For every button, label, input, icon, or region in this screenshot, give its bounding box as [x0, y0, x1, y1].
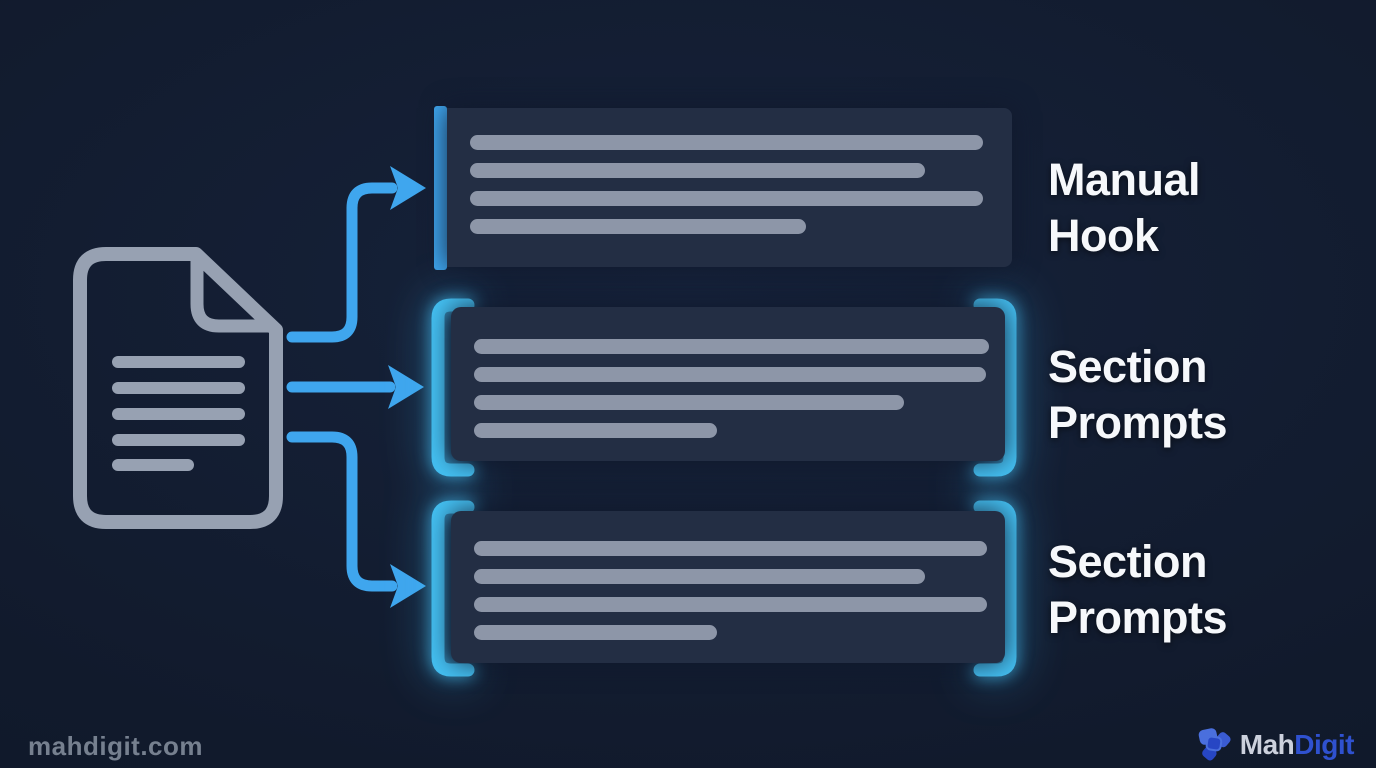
placeholder-text-line: [474, 625, 717, 640]
section-brackets: [431, 298, 1017, 677]
content-block-section-prompts-1: [451, 307, 1005, 461]
logo-text-mah: Mah: [1239, 729, 1295, 760]
placeholder-text-line: [474, 339, 989, 354]
content-block-section-prompts-2: [451, 511, 1005, 663]
placeholder-text-line: [474, 569, 925, 584]
label-manual-hook: Manual Hook: [1048, 154, 1201, 261]
brand-logo: MahDigit: [1197, 726, 1354, 764]
placeholder-text-line: [470, 191, 983, 206]
placeholder-text-line: [474, 367, 986, 382]
arrow-to-section-prompts-1: [286, 365, 424, 409]
placeholder-text-line: [470, 219, 806, 234]
document-icon: [73, 247, 283, 529]
manual-hook-highlight-bar: [434, 106, 447, 270]
watermark: mahdigit.com: [28, 731, 204, 761]
content-block-manual-hook: [447, 108, 1012, 267]
bracket-left-icon: [431, 500, 475, 677]
bracket-right-icon: [973, 298, 1017, 477]
document-text-lines: [112, 356, 245, 471]
placeholder-text-line: [470, 163, 925, 178]
label-section-prompts-2: Section Prompts: [1048, 536, 1228, 643]
label-section-prompts-1: Section Prompts: [1048, 341, 1228, 448]
bracket-right-icon: [973, 500, 1017, 677]
brand-logo-text: MahDigit: [1239, 729, 1355, 761]
placeholder-text-line: [474, 395, 904, 410]
bracket-left-icon: [431, 298, 475, 477]
placeholder-text-line: [474, 423, 717, 438]
placeholder-text-line: [474, 541, 987, 556]
arrow-to-section-prompts-2: [286, 431, 426, 608]
placeholder-text-line: [474, 597, 987, 612]
arrow-to-manual-hook: [286, 166, 426, 343]
logo-text-digit: Digit: [1294, 729, 1354, 760]
placeholder-text-line: [470, 135, 983, 150]
brand-logo-icon: [1198, 728, 1231, 761]
